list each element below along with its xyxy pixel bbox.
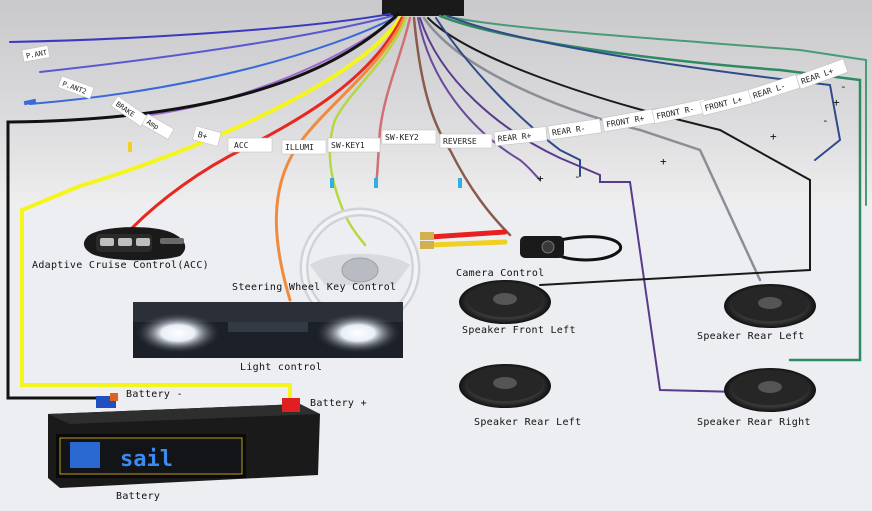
tag-rear-r-plus: REAR R+ <box>493 126 548 147</box>
label-speaker-rear-right: Speaker Rear Right <box>697 417 811 428</box>
label-steering: Steering Wheel Key Control <box>232 282 396 293</box>
tag-illumi: ILLUMI <box>281 139 327 155</box>
tag-swkey2-text: SW-KEY2 <box>385 133 419 142</box>
front-l-plus-marker: + <box>770 130 777 143</box>
rear-l-plus-marker: + <box>833 96 840 109</box>
wire-rear-l-green <box>438 14 862 362</box>
car-battery-icon: sail <box>48 393 320 488</box>
rear-camera-icon <box>420 229 623 262</box>
speaker-rear-right-icon <box>724 368 816 412</box>
wire-p-ant2 <box>39 15 393 73</box>
tag-rear-r-minus: REAR R- <box>547 118 602 141</box>
tag-rear-r-plus-text: REAR R+ <box>497 131 532 143</box>
label-acc: Adaptive Cruise Control(ACC) <box>32 260 209 271</box>
tag-acc: ACC <box>227 137 273 153</box>
rear-l-minus-marker-2: - <box>840 80 847 93</box>
label-battery-minus: Battery - <box>126 389 183 400</box>
speaker-front-left-icon <box>459 280 551 324</box>
label-speaker-rear-left-top: Speaker Rear Left <box>697 331 804 342</box>
tag-amp: Amp <box>141 113 175 140</box>
tag-bplus-text: B+ <box>197 130 209 141</box>
wire-rear-r-minus <box>419 17 741 393</box>
wire-brake <box>29 17 395 105</box>
tag-swkey1-text: SW-KEY1 <box>331 141 365 150</box>
label-battery: Battery <box>116 491 160 502</box>
wire-bplus-yellow <box>20 16 402 404</box>
battery-brand: sail <box>120 447 173 472</box>
wire-swkey2 <box>374 16 412 187</box>
tag-bplus: B+ <box>192 125 222 147</box>
speaker-rear-left-top-icon <box>724 284 816 328</box>
tip-acc <box>128 142 132 152</box>
tip-reverse <box>458 178 462 188</box>
tag-swkey1: SW-KEY1 <box>327 137 381 153</box>
rear-l-minus-marker: - <box>822 114 829 127</box>
label-camera: Camera Control <box>456 268 545 279</box>
tag-acc-text: ACC <box>234 141 249 150</box>
tag-illumi-text: ILLUMI <box>285 143 314 152</box>
rear-r-plus-marker: + <box>537 172 544 185</box>
tag-front-r-plus: FRONT R+ <box>601 107 660 133</box>
wire-rear-r-dark <box>435 17 581 177</box>
battery-terminal-plus <box>282 398 300 412</box>
tip-swkey2 <box>374 178 378 188</box>
rear-r-minus-marker: - <box>574 170 581 183</box>
car-key-fob-icon <box>83 227 186 261</box>
label-light: Light control <box>240 362 322 373</box>
wire-ground-black <box>6 12 400 402</box>
wire-front-r <box>422 16 762 282</box>
wire-tips <box>23 98 462 188</box>
tag-reverse-text: REVERSE <box>443 137 477 146</box>
front-r-plus-marker: + <box>660 155 667 168</box>
headlights-photo-icon <box>133 302 403 358</box>
polarity-markers: + - + + - + - <box>537 80 847 185</box>
wire-rear-r-plus <box>417 17 541 181</box>
tag-p-ant: P.ANT <box>21 45 50 63</box>
harness-connector <box>382 0 464 16</box>
wire-reverse <box>412 16 512 237</box>
tag-swkey2: SW-KEY2 <box>381 129 437 145</box>
speaker-rear-left-bottom-icon <box>459 364 551 408</box>
tag-p-ant-text: P.ANT <box>25 49 48 61</box>
tip-brake <box>23 98 37 106</box>
tag-reverse: REVERSE <box>439 133 493 149</box>
tip-swkey1 <box>330 178 334 188</box>
label-speaker-front-left: Speaker Front Left <box>462 325 576 336</box>
wire-p-ant <box>9 13 391 43</box>
label-speaker-rear-left-bottom: Speaker Rear Left <box>474 417 581 428</box>
wire-front-l <box>427 17 811 286</box>
wire-tags: P.ANT P.ANT2 BRAKE Amp B+ ACC ILLUMI SW <box>21 45 849 155</box>
wire-rear-l-green-2 <box>443 15 867 206</box>
steering-wheel-icon <box>299 207 421 329</box>
label-battery-plus: Battery + <box>310 398 367 409</box>
